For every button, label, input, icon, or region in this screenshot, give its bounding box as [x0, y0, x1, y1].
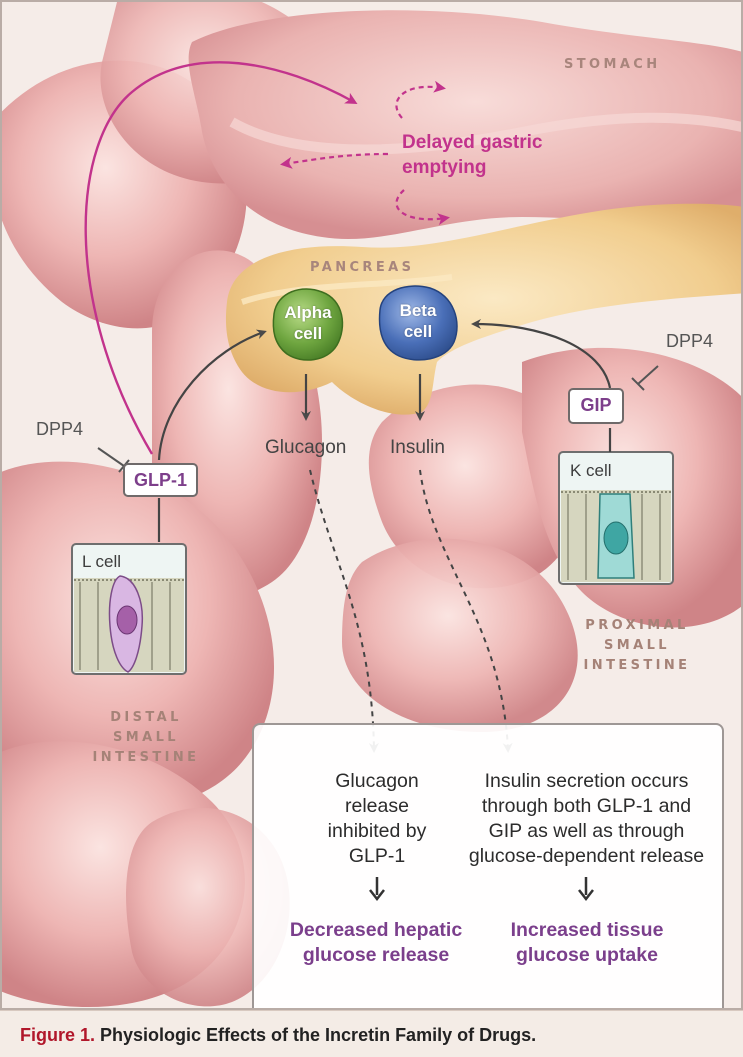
- distal-small-intestine-label: DISTAL SMALL INTESTINE: [92, 710, 200, 765]
- glucagon-effect-connector: [309, 469, 379, 753]
- proximal-small-intestine-label: PROXIMAL SMALL INTESTINE: [583, 618, 691, 673]
- glucagon-effect-text: Glucagon release inhibited by GLP-1: [327, 770, 427, 867]
- illustration-frame: STOMACH PANCREAS DISTAL SMALL INTESTINE …: [0, 0, 743, 1010]
- l-cell-label: L cell: [82, 552, 122, 571]
- k-cell-label: K cell: [570, 461, 612, 480]
- glp1-to-stomach-arrow: [84, 61, 358, 455]
- stomach-shape: [188, 10, 741, 240]
- glucagon-down-arrow: [369, 877, 385, 902]
- figure-caption: Figure 1. Physiologic Effects of the Inc…: [20, 1025, 536, 1046]
- caption-bar: Figure 1. Physiologic Effects of the Inc…: [0, 1010, 743, 1057]
- dpp4-left-inhibition: [97, 447, 125, 467]
- pancreas-shape: [225, 203, 741, 415]
- glucagon-outcome-text: Decreased hepatic glucose release: [289, 919, 463, 966]
- gip-box: GIP: [568, 388, 624, 424]
- effects-box: Glucagon release inhibited by GLP-1 Decr…: [252, 723, 724, 1008]
- glp1-box: GLP-1: [123, 463, 198, 497]
- k-cell-panel: [558, 451, 674, 585]
- anatomy-illustration: [2, 2, 741, 1008]
- gastric-arrow-up: [395, 80, 446, 119]
- caption-text: Physiologic Effects of the Incretin Fami…: [100, 1025, 537, 1045]
- glp1-to-alpha-arrow: [157, 332, 264, 542]
- insulin-label: Insulin: [390, 437, 445, 458]
- insulin-outcome-text: Increased tissue glucose uptake: [510, 919, 664, 966]
- beta-cell-label: Beta cell: [399, 301, 437, 341]
- stomach-label: STOMACH: [564, 57, 661, 72]
- dpp4-right-inhibition: [637, 365, 659, 385]
- gastric-arrow-left: [280, 152, 389, 169]
- dpp4-left-label: DPP4: [36, 419, 84, 439]
- caption-label: Figure 1.: [20, 1025, 101, 1045]
- alpha-cell: [272, 288, 344, 361]
- gastric-arrow-down: [395, 189, 450, 226]
- l-cell-panel: [71, 543, 187, 675]
- beta-cell: [378, 285, 458, 361]
- delayed-gastric-emptying-label: Delayed gastric emptying: [402, 132, 543, 178]
- gip-to-beta-arrow: [474, 324, 612, 452]
- alpha-cell-label: Alpha cell: [284, 303, 332, 343]
- insulin-effect-text: Insulin secretion occurs through both GL…: [468, 770, 705, 867]
- intestine-loop: [342, 538, 578, 732]
- pancreas-label: PANCREAS: [310, 260, 415, 275]
- insulin-down-arrow: [578, 877, 594, 902]
- dpp4-right-label: DPP4: [666, 331, 714, 351]
- glucagon-label: Glucagon: [265, 437, 347, 458]
